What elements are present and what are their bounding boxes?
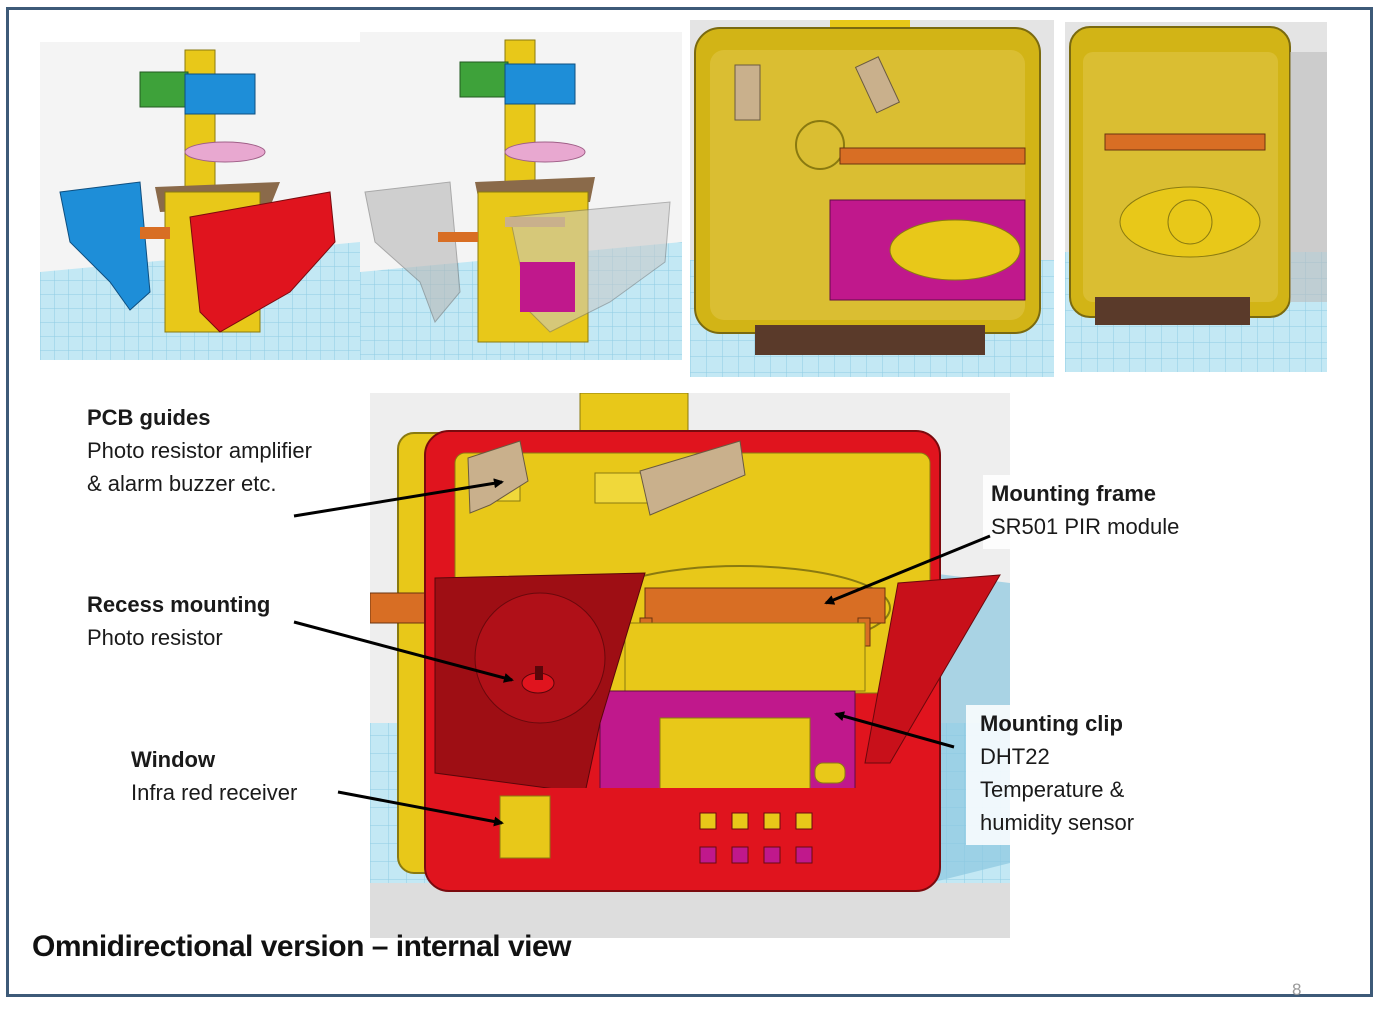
callout-line: & alarm buzzer etc. bbox=[87, 471, 277, 496]
callout-line: Photo resistor amplifier bbox=[87, 438, 312, 463]
arrow-mounting-clip bbox=[834, 711, 955, 749]
arrow-pcb-guides bbox=[293, 478, 504, 518]
callout-heading: Recess mounting bbox=[87, 592, 271, 617]
callout-line: DHT22 bbox=[980, 744, 1050, 769]
slide-title: Omnidirectional version – internal view bbox=[32, 930, 572, 963]
callout-heading: Mounting clip bbox=[980, 711, 1123, 736]
callout-heading: Window bbox=[131, 747, 216, 772]
callout-window: Window Infra red receiver bbox=[131, 743, 297, 809]
page-number: 8 bbox=[1292, 980, 1302, 999]
transparent-side-view-image bbox=[360, 32, 682, 360]
arrow-mounting-frame bbox=[824, 534, 991, 605]
rear-internal-view-image bbox=[690, 20, 1054, 377]
callout-line: humidity sensor bbox=[980, 810, 1135, 835]
callout-line: Infra red receiver bbox=[131, 780, 298, 805]
side-internal-view-image bbox=[1065, 22, 1327, 372]
callout-heading: Mounting frame bbox=[991, 481, 1156, 506]
arrow-window bbox=[337, 790, 504, 827]
callout-line: Temperature & bbox=[980, 777, 1125, 802]
callout-line: SR501 PIR module bbox=[991, 514, 1180, 539]
callout-heading: PCB guides bbox=[87, 405, 211, 430]
assembled-view-image bbox=[40, 42, 360, 360]
callout-pcb-guides: PCB guides Photo resistor amplifier & al… bbox=[87, 401, 312, 500]
callout-mounting-frame: Mounting frame SR501 PIR module bbox=[983, 475, 1188, 549]
callout-mounting-clip: Mounting clip DHT22 Temperature & humidi… bbox=[966, 705, 1178, 845]
callout-recess-mounting: Recess mounting Photo resistor bbox=[87, 588, 270, 654]
arrow-recess-mounting bbox=[293, 620, 514, 683]
slide-frame bbox=[6, 7, 1373, 997]
callout-line: Photo resistor bbox=[87, 625, 223, 650]
